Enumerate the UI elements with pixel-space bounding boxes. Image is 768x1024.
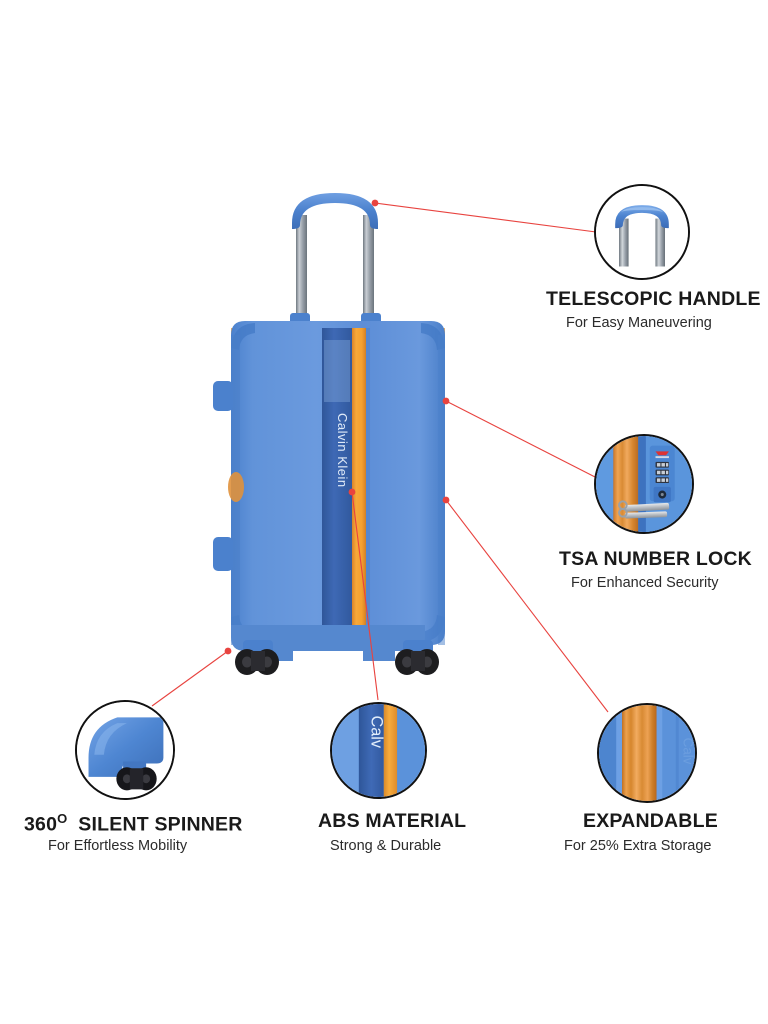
callout-bubble-expandable: Calv	[597, 703, 697, 803]
side-handle-top	[213, 381, 233, 411]
svg-text:Calv: Calv	[680, 738, 695, 765]
suitcase-telescopic-handle	[290, 193, 381, 329]
side-handle-bottom	[213, 537, 233, 571]
spinner-wheel-front-right	[395, 640, 439, 675]
callout-subtitle-tsa-number-lock: For Enhanced Security	[571, 575, 719, 591]
main-suitcase-photo: Calvin Klein	[195, 185, 480, 680]
abs-shell-closeup: Calv	[332, 704, 425, 797]
callout-title-tsa-number-lock: TSA NUMBER LOCK	[559, 548, 752, 570]
callout-title-telescopic-handle: TELESCOPIC HANDLE	[546, 288, 761, 310]
callout-bubble-telescopic-handle	[594, 184, 690, 280]
spinner-title-degree: O	[57, 811, 68, 826]
telescopic-handle-closeup	[596, 186, 688, 278]
suitcase-brand-label: Calvin Klein	[335, 413, 350, 488]
callout-title-expandable: EXPANDABLE	[583, 810, 718, 832]
callout-subtitle-silent-spinner: For Effortless Mobility	[48, 838, 188, 854]
spinner-title-360: 360	[24, 813, 58, 836]
callout-subtitle-abs-material: Strong & Durable	[330, 838, 442, 854]
spinner-title-main: SILENT SPINNER	[78, 813, 243, 836]
callout-bubble-tsa-number-lock	[594, 434, 694, 534]
expander-zipper-closeup: Calv	[599, 705, 695, 801]
tsa-lock-closeup	[596, 436, 692, 532]
callout-bubble-abs-material: Calv	[330, 702, 427, 799]
spinner-wheel-front-left	[235, 640, 279, 675]
svg-text:Calv: Calv	[367, 716, 385, 749]
callout-title-abs-material: ABS MATERIAL	[318, 810, 467, 832]
spinner-wheel-closeup	[77, 702, 173, 798]
spinner-title-space	[67, 814, 78, 836]
suitcase-illustration: Calvin Klein	[213, 193, 445, 675]
callout-subtitle-telescopic-handle: For Easy Maneuvering	[566, 315, 712, 331]
tsa-keys	[618, 500, 670, 519]
callout-title-silent-spinner: 360O SILENT SPINNER	[24, 812, 243, 835]
callout-subtitle-expandable: For 25% Extra Storage	[564, 838, 712, 854]
callout-bubble-silent-spinner	[75, 700, 175, 800]
